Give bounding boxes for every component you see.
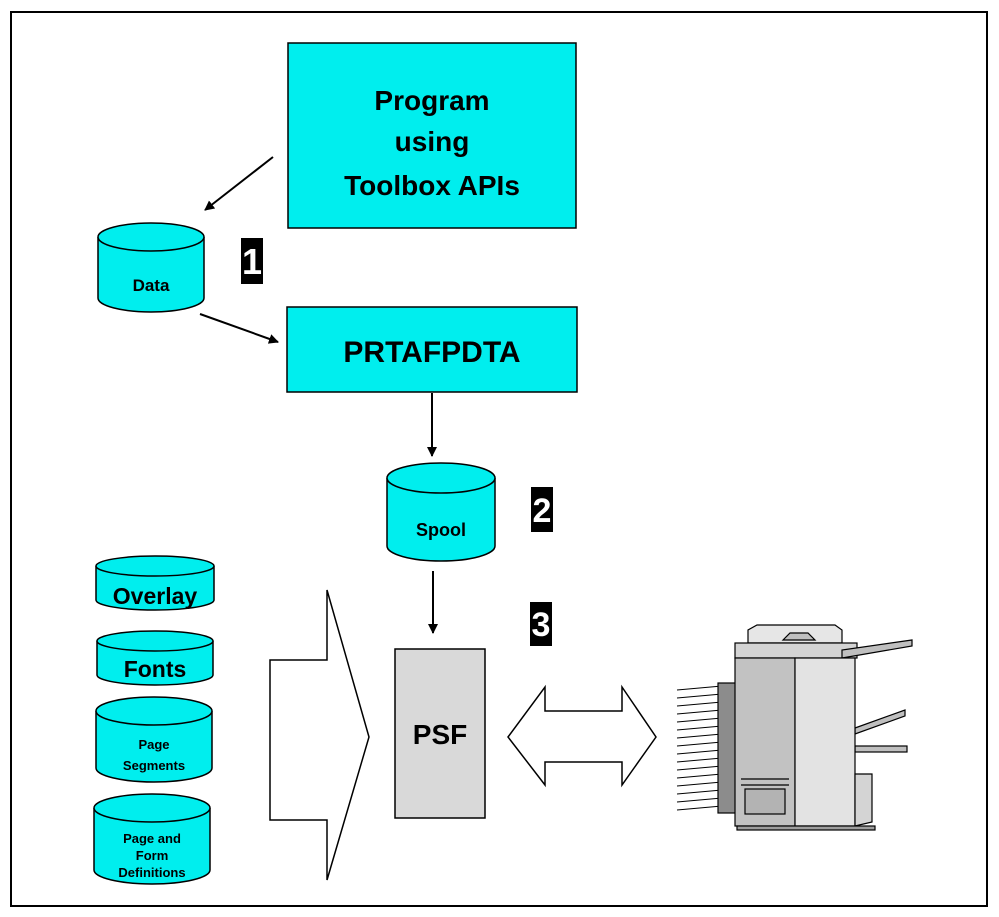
large-right-arrow [269, 589, 370, 881]
step-marker-3: 3 [530, 602, 552, 646]
page-form-definitions-label-line-3: Definitions [118, 865, 185, 880]
step-marker-2: 2 [531, 487, 553, 532]
step-marker-1: 1 [241, 238, 263, 284]
page-segments-cylinder: Page Segments [95, 696, 213, 783]
fonts-cylinder: Fonts [96, 630, 214, 686]
spool-cylinder: Spool [386, 462, 496, 562]
page-form-definitions-label-line-2: Form [136, 848, 169, 863]
program-box: Program using Toolbox APIs [287, 42, 577, 229]
program-label-line-3: Toolbox APIs [344, 170, 520, 201]
data-cylinder: Data [97, 222, 205, 313]
arrow-program-to-data [204, 156, 274, 211]
step-marker-2-label: 2 [533, 492, 552, 530]
step-marker-1-label: 1 [242, 241, 262, 282]
psf-label: PSF [413, 719, 467, 750]
paper-stack [676, 685, 723, 811]
printer-icon [676, 624, 913, 831]
spool-label: Spool [416, 520, 466, 540]
overlay-label: Overlay [113, 583, 198, 609]
page-form-definitions-cylinder: Page and Form Definitions [93, 793, 211, 885]
psf-box: PSF [394, 648, 486, 819]
prtafpdta-label: PRTAFPDTA [343, 336, 520, 369]
step-marker-3-label: 3 [532, 606, 551, 644]
program-label-line-2: using [395, 126, 470, 157]
data-label: Data [133, 276, 170, 295]
page-segments-label-line-2: Segments [123, 758, 185, 773]
program-label-line-1: Program [374, 85, 489, 116]
page-segments-label-line-1: Page [138, 737, 169, 752]
prtafpdta-box: PRTAFPDTA [286, 306, 578, 393]
page-form-definitions-label-line-1: Page and [123, 831, 181, 846]
arrow-data-to-prtafpdta [199, 313, 279, 344]
overlay-cylinder: Overlay [95, 555, 215, 611]
double-headed-arrow [507, 684, 657, 788]
fonts-label: Fonts [124, 656, 187, 682]
